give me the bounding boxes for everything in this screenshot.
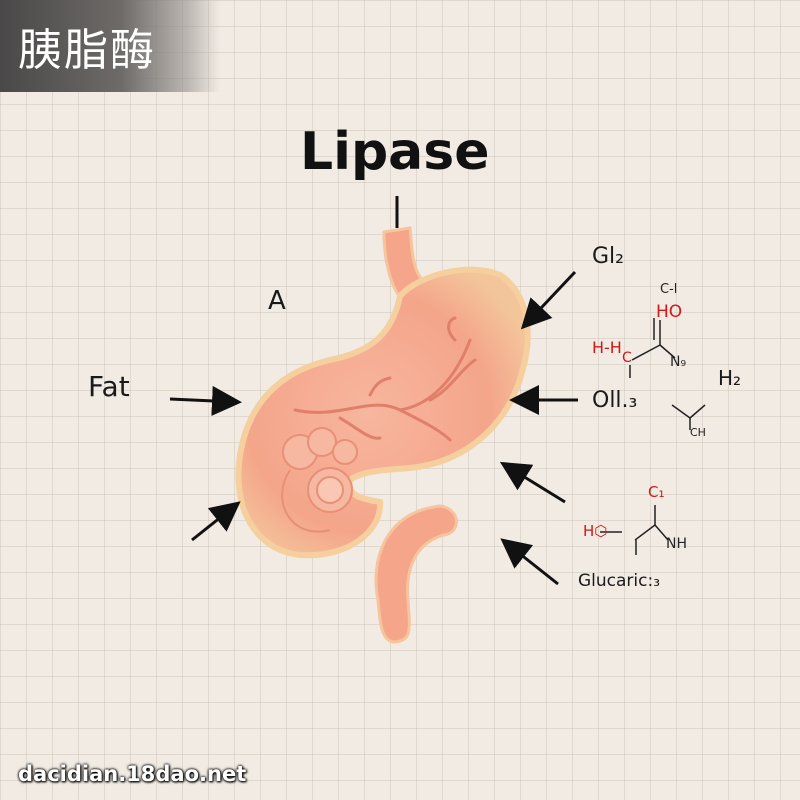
label-a: A <box>268 286 286 316</box>
arrow-icon <box>191 501 241 542</box>
chem-label-hex: H⬡ <box>583 522 608 540</box>
label-h2: H₂ <box>718 366 742 390</box>
chem-label-ch: CH <box>690 426 706 439</box>
chem-label-c1: C-l <box>660 282 678 297</box>
arrow-icon <box>500 538 559 586</box>
duodenum-icon <box>374 504 458 644</box>
label-glucaric: Glucaric:₃ <box>578 571 661 591</box>
label-fat: Fat <box>88 370 130 403</box>
chemical-structure-icon <box>600 318 706 555</box>
diagram-title: Lipase <box>300 122 490 182</box>
chem-label-c: C <box>622 350 632 366</box>
header-banner: 胰脂酶 <box>0 0 220 92</box>
arrow-icon <box>499 461 566 504</box>
chem-label-c2: C₁ <box>648 483 665 501</box>
chem-label-ng: N₉ <box>670 354 687 370</box>
label-gl2: Gl₂ <box>592 244 624 269</box>
chem-label-nh: NH <box>666 536 687 552</box>
chem-label-hh: H-H <box>592 338 622 357</box>
arrow-icon <box>520 270 577 330</box>
label-oil3: Oll.₃ <box>592 388 638 413</box>
stomach-fold-icon <box>281 427 358 533</box>
chem-label-ho: HO <box>656 302 683 322</box>
page-title: 胰脂酶 <box>18 25 156 76</box>
arrow-icon <box>169 385 242 416</box>
blood-vessel-icon <box>293 316 477 442</box>
watermark-text: dacidian.18dao.net <box>18 762 247 786</box>
arrow-group <box>169 270 578 586</box>
